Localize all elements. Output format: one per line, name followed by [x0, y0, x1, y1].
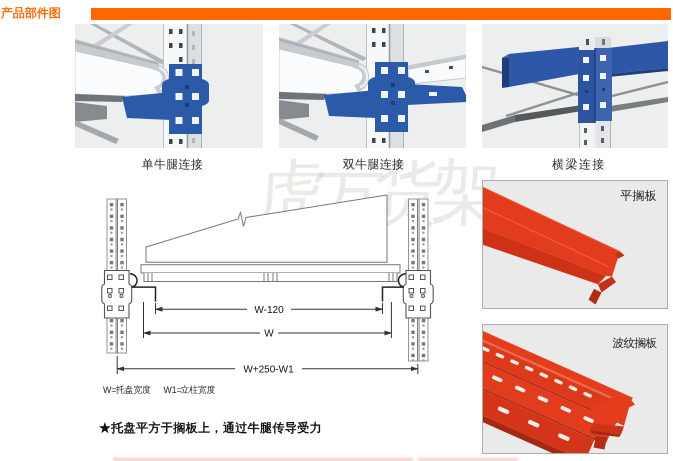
svg-text:W1=: W1= [164, 385, 182, 395]
svg-text:W: W [264, 329, 274, 340]
svg-text:W=: W= [103, 385, 116, 395]
svg-text:W+250-W1: W+250-W1 [243, 364, 294, 375]
svg-text:W-120: W-120 [254, 305, 284, 316]
